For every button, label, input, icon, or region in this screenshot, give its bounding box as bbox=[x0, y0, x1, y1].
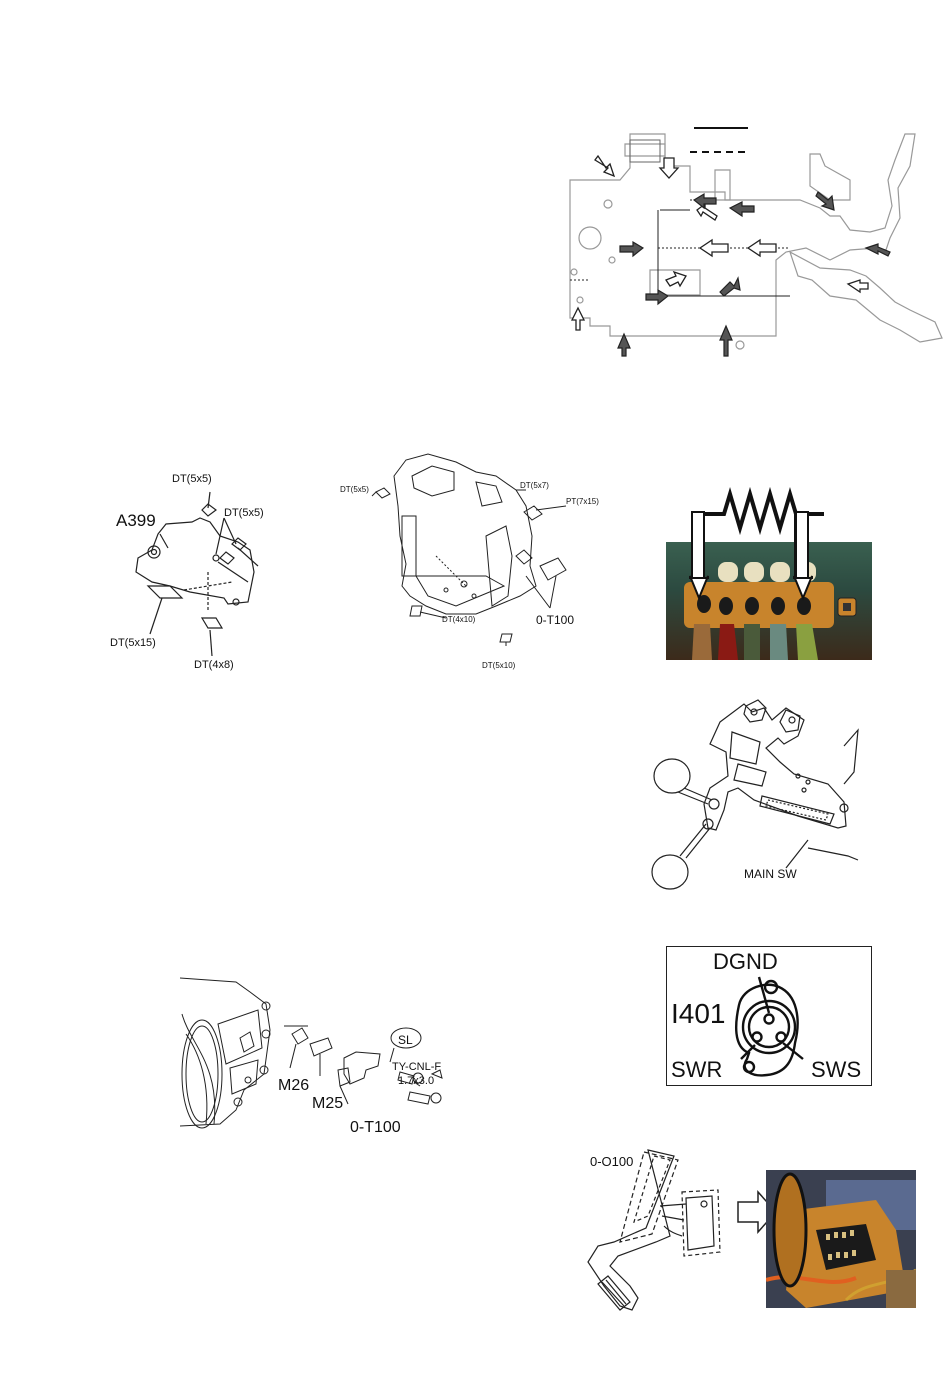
camera-interior-photo bbox=[766, 1170, 916, 1308]
i401-pin-label: DGND bbox=[713, 949, 778, 974]
main-sw-label: MAIN SW bbox=[744, 867, 797, 881]
a399-tape-label: DT(5x15) bbox=[110, 637, 156, 649]
main-switch-diagram: MAIN SW bbox=[648, 692, 862, 892]
o100-flex-diagram: 0-O100 bbox=[574, 1146, 754, 1318]
a399-tape-label: DT(5x5) bbox=[224, 507, 264, 519]
frame-label: 0-T100 bbox=[536, 613, 574, 627]
frame-label: DT(5x5) bbox=[340, 485, 369, 494]
o100-label: 0-O100 bbox=[590, 1154, 633, 1169]
a399-tape-label: DT(4x8) bbox=[194, 659, 234, 671]
frame-assembly-diagram: DT(5x5) DT(5x7) PT(7x15) DT(4x10) 0-T100… bbox=[336, 446, 608, 672]
frame-label: DT(4x10) bbox=[442, 615, 476, 624]
m-parts-assembly-diagram: M26 M25 0-T100 SL TY-CNL-F 1.7x3.0 bbox=[180, 974, 444, 1144]
frame-label: DT(5x10) bbox=[482, 661, 516, 670]
m-parts-label: M25 bbox=[312, 1095, 343, 1112]
i401-pin-label: SWS bbox=[811, 1057, 861, 1082]
a399-board-diagram: A399 DT(5x5) DT(5x5) DT(5x15) DT(4x8) bbox=[108, 462, 290, 674]
m-parts-label: M26 bbox=[278, 1077, 309, 1094]
fpc-layout-diagram bbox=[550, 120, 946, 360]
i401-pin-label: SWR bbox=[671, 1057, 722, 1082]
m-parts-label: TY-CNL-F bbox=[392, 1061, 441, 1073]
m-parts-label: 0-T100 bbox=[350, 1119, 401, 1136]
m-parts-label: 1.7x3.0 bbox=[398, 1075, 434, 1087]
frame-label: PT(7x15) bbox=[566, 497, 599, 506]
m-parts-label: SL bbox=[398, 1033, 413, 1047]
a399-tape-label: DT(5x5) bbox=[172, 473, 212, 485]
connector-resistor-figure bbox=[664, 474, 874, 662]
i401-pinout-box: DGND I401 SWR SWS bbox=[666, 946, 872, 1086]
a399-part-label: A399 bbox=[116, 511, 156, 530]
frame-label: DT(5x7) bbox=[520, 481, 549, 490]
i401-part-label: I401 bbox=[671, 998, 726, 1029]
